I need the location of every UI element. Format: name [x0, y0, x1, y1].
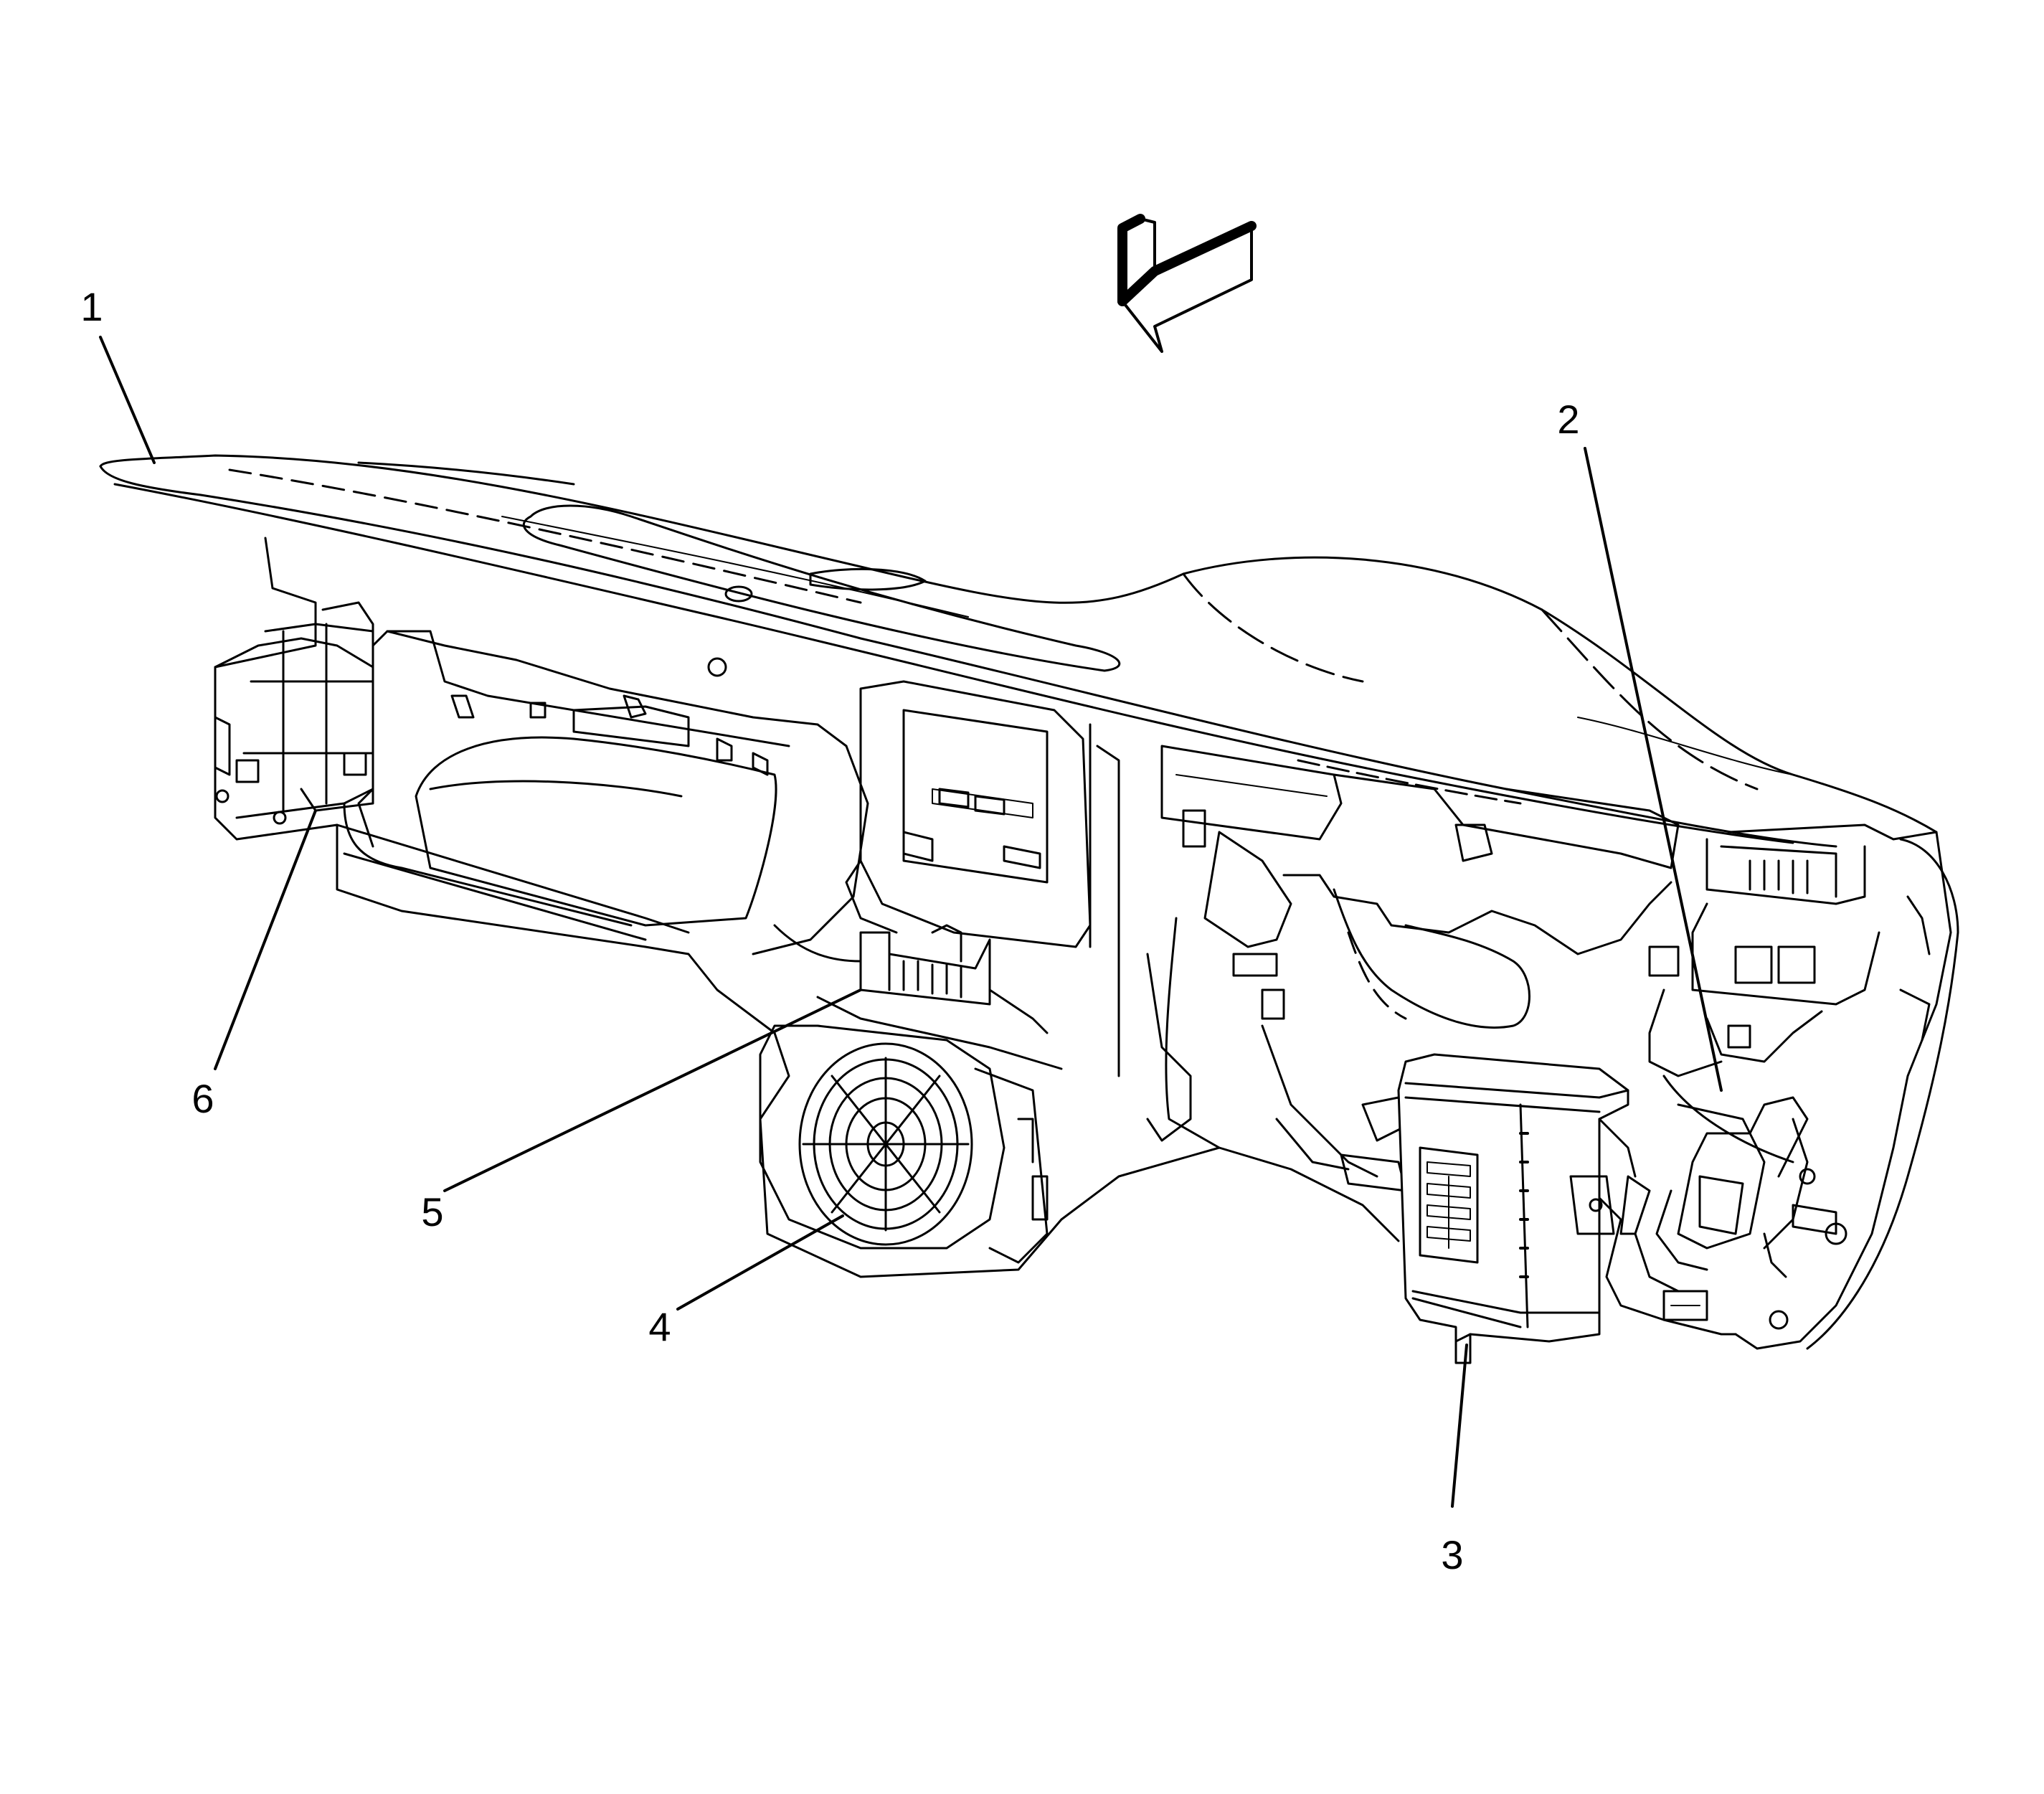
- callout-leader-lines: [99, 336, 1723, 1508]
- right-side-structure: [1591, 823, 1959, 1350]
- callout-5: 5: [421, 1189, 444, 1234]
- leader-line-2: [1584, 447, 1723, 1092]
- leader-line-3: [1451, 1344, 1468, 1508]
- left-side-bracket: [214, 601, 374, 825]
- instrument-panel-upper-trim-pad: [99, 454, 1938, 848]
- leader-line-6: [214, 809, 317, 1070]
- callout-3: 3: [1441, 1532, 1464, 1577]
- leader-line-1: [99, 336, 156, 464]
- speaker: [759, 1024, 1049, 1264]
- body-control-module: [1397, 1053, 1637, 1364]
- callout-4: 4: [648, 1304, 671, 1349]
- leader-line-5: [443, 988, 862, 1192]
- front-direction-arrow: [1117, 214, 1257, 353]
- leader-line-4: [676, 1214, 844, 1311]
- callout-1: 1: [80, 284, 103, 329]
- connector-bracket: [773, 924, 1063, 1070]
- instrument-panel-carrier: [214, 537, 1680, 1278]
- callout-2: 2: [1557, 397, 1580, 442]
- callout-6: 6: [191, 1076, 214, 1121]
